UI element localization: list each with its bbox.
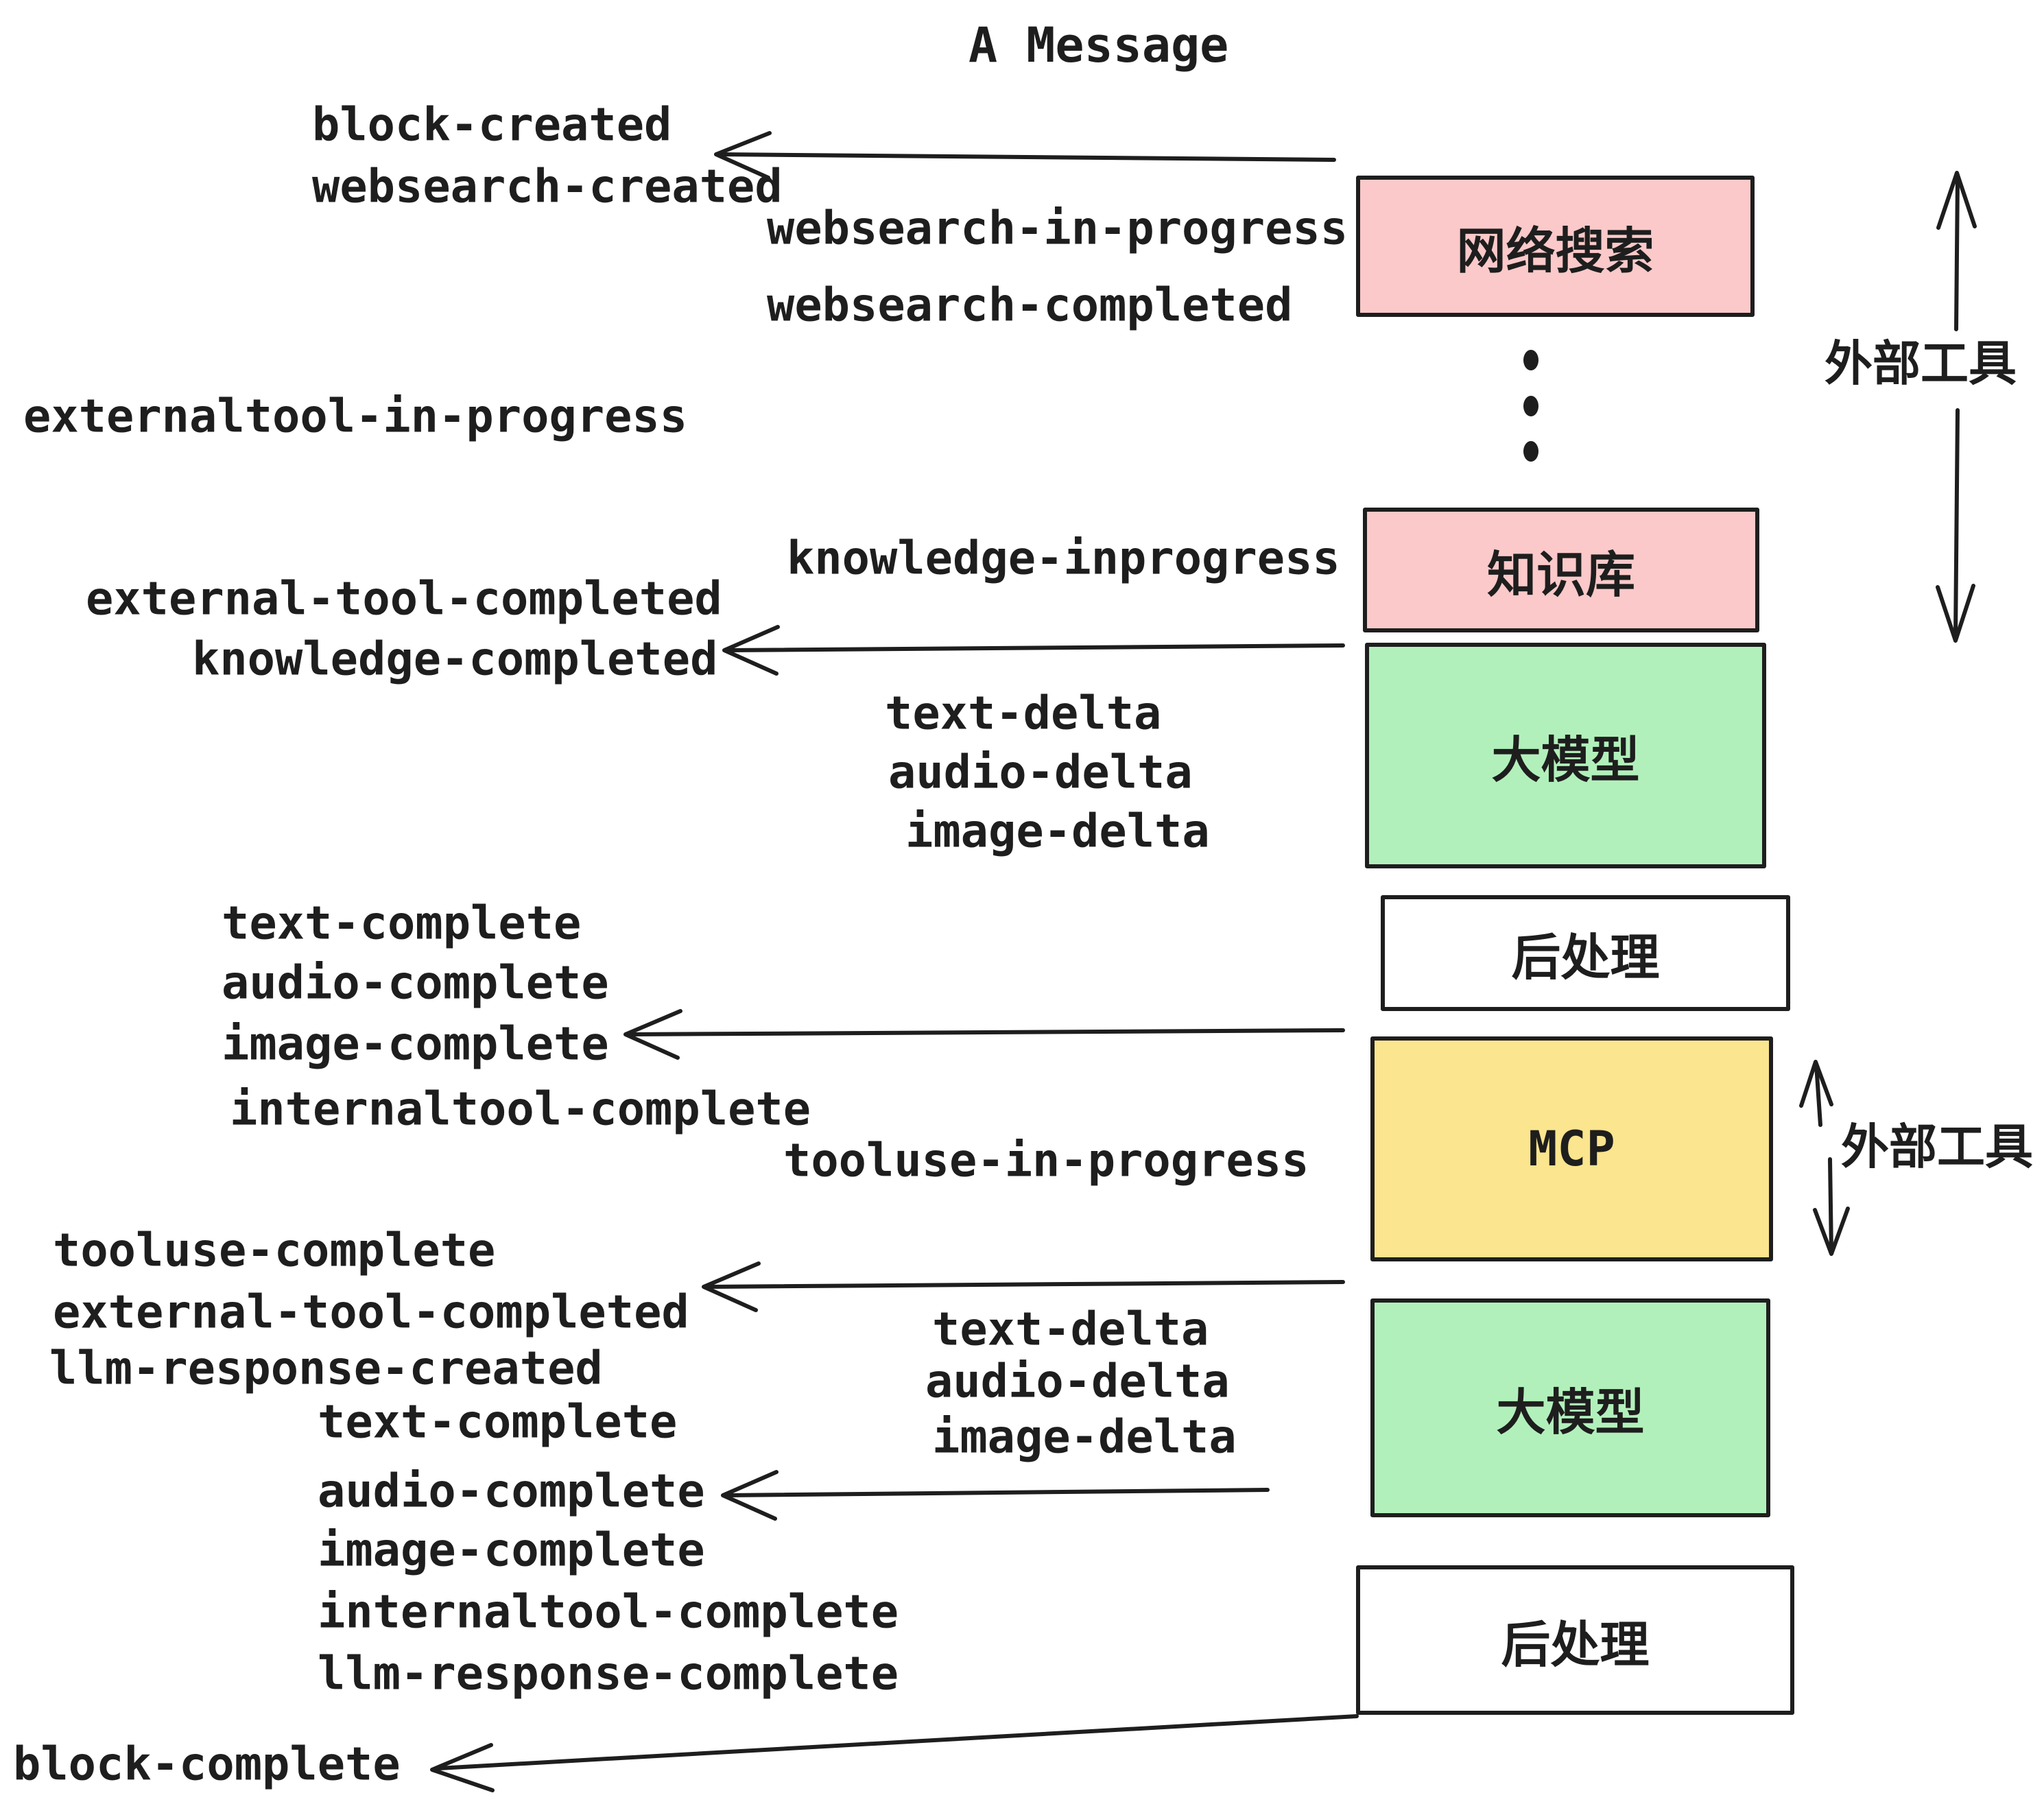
event-label-image-complete: image-complete: [222, 1017, 609, 1071]
diagram-title: A Message: [968, 17, 1229, 73]
event-label-internaltool-complete-2: internaltool-complete: [318, 1585, 899, 1639]
event-label-external-tool-completed-2: external-tool-completed: [53, 1285, 689, 1339]
event-label-audio-complete: audio-complete: [222, 956, 609, 1010]
node-postprocess-1-label: 后处理: [1511, 931, 1660, 986]
arrow-image-complete: [623, 1009, 1345, 1060]
event-label-block-created: block-created: [312, 97, 672, 152]
node-llm-1: 大模型: [1365, 643, 1766, 868]
node-mcp: MCP: [1370, 1036, 1773, 1261]
event-label-text-delta: text-delta: [885, 686, 1162, 740]
event-label-tooluse-in-progress: tooluse-in-progress: [783, 1133, 1309, 1187]
event-label-llm-response-complete: llm-response-complete: [318, 1646, 899, 1700]
event-label-externaltool-in-progress: externaltool-in-progress: [23, 389, 688, 443]
event-label-image-delta: image-delta: [905, 804, 1210, 858]
node-llm-2-label: 大模型: [1496, 1386, 1645, 1440]
node-llm-1-label: 大模型: [1491, 733, 1640, 788]
ellipsis-dot: [1523, 350, 1538, 370]
event-label-websearch-completed: websearch-completed: [767, 278, 1293, 332]
event-label-websearch-in-progress: websearch-in-progress: [767, 201, 1348, 255]
arrow-audio-complete: [721, 1470, 1270, 1521]
ellipsis-dot: [1523, 396, 1538, 416]
event-label-internaltool-complete: internaltool-complete: [230, 1082, 811, 1136]
node-postprocess-2-label: 后处理: [1501, 1617, 1650, 1673]
node-llm-2: 大模型: [1370, 1298, 1770, 1517]
event-label-text-delta-2: text-delta: [932, 1302, 1209, 1356]
event-label-llm-response-created: llm-response-created: [49, 1341, 603, 1395]
event-label-image-complete-2: image-complete: [318, 1523, 705, 1577]
node-postprocess-2: 后处理: [1356, 1565, 1794, 1715]
arrow-block-complete: [430, 1714, 1359, 1792]
external-tools-label-top: 外部工具: [1825, 337, 2017, 390]
double-arrow-external-tools-top: [1936, 171, 1977, 643]
event-label-text-complete: text-complete: [222, 896, 582, 950]
event-label-knowledge-inprogress: knowledge-inprogress: [787, 531, 1340, 585]
node-knowledge-base-label: 知识库: [1486, 547, 1635, 603]
node-knowledge-base: 知识库: [1363, 508, 1759, 632]
event-label-external-tool-completed: external-tool-completed: [86, 571, 722, 626]
event-label-block-complete: block-complete: [13, 1737, 401, 1791]
node-websearch: 网络搜索: [1356, 176, 1755, 317]
event-label-image-delta-2: image-delta: [932, 1410, 1237, 1464]
double-arrow-external-tools-mcp: [1799, 1060, 1850, 1256]
ellipsis-dot: [1523, 441, 1538, 462]
node-mcp-label: MCP: [1528, 1121, 1615, 1177]
node-postprocess-1: 后处理: [1381, 895, 1790, 1011]
arrow-tooluse-complete: [702, 1261, 1345, 1312]
node-websearch-label: 网络搜索: [1456, 224, 1654, 279]
event-label-audio-delta: audio-delta: [888, 745, 1193, 799]
external-tools-label-mcp: 外部工具: [1841, 1120, 2033, 1174]
event-label-knowledge-completed: knowledge-completed: [192, 632, 718, 686]
arrow-block-created: [714, 131, 1336, 180]
event-label-audio-complete-2: audio-complete: [318, 1464, 705, 1518]
event-label-text-complete-2: text-complete: [318, 1394, 678, 1449]
event-label-tooluse-complete: tooluse-complete: [53, 1223, 496, 1277]
event-label-websearch-created: websearch-created: [312, 159, 783, 213]
arrow-knowledge-completed: [722, 625, 1345, 676]
event-label-audio-delta-2: audio-delta: [925, 1354, 1230, 1408]
